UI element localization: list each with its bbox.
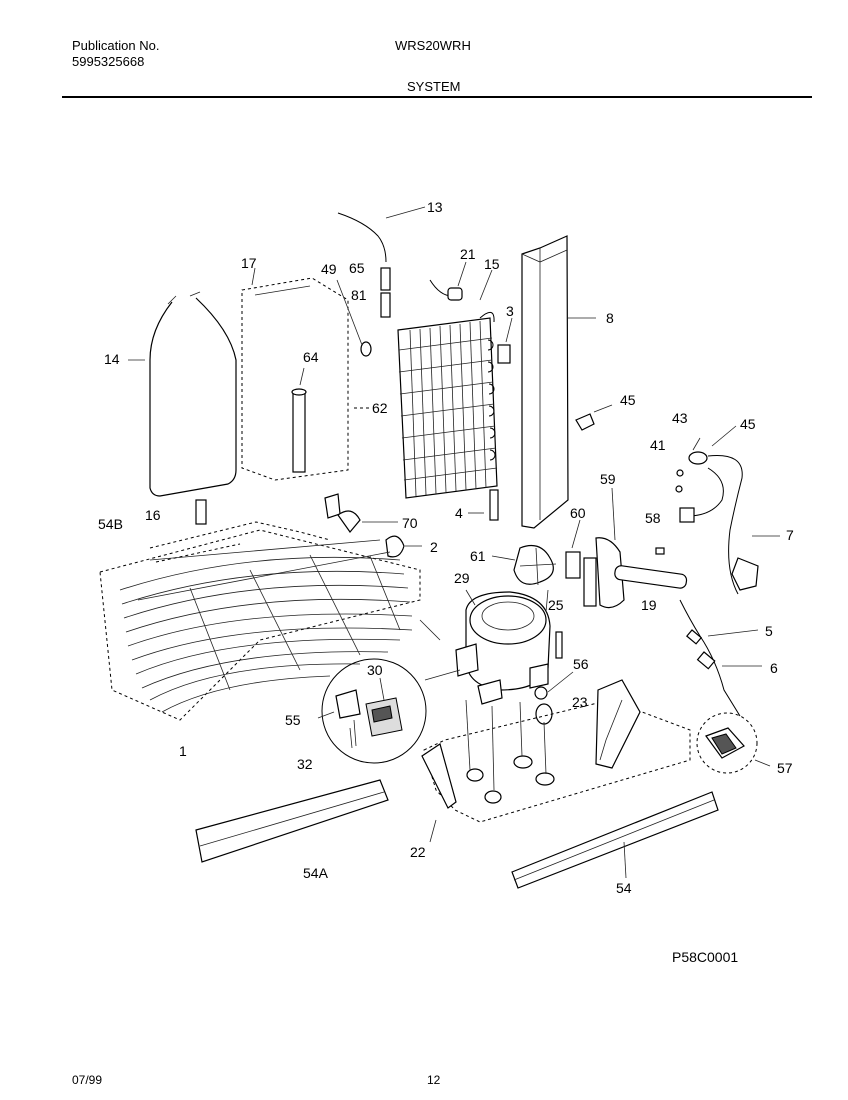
condenser-fan-part	[491, 487, 688, 609]
callout-58: 58	[645, 510, 661, 526]
clip-part	[195, 499, 207, 525]
callout-14: 14	[104, 351, 120, 367]
callout-61: 61	[470, 548, 486, 564]
callout-70: 70	[402, 515, 418, 531]
callout-4: 4	[455, 505, 463, 521]
callout-54b: 54B	[98, 516, 123, 532]
callout-23: 23	[572, 694, 588, 710]
capillary-tube-part	[337, 206, 426, 263]
compressor-part	[455, 589, 551, 705]
callout-17: 17	[241, 255, 257, 271]
callout-16: 16	[145, 507, 161, 523]
figure-code: P58C0001	[672, 949, 739, 965]
bracket-detail-bubble	[696, 712, 771, 774]
bracket-clip-part	[497, 344, 511, 364]
callout-59: 59	[600, 471, 616, 487]
callout-8: 8	[606, 310, 614, 326]
callout-30: 30	[367, 662, 383, 678]
condenser-coil-part	[99, 529, 441, 721]
callout-65: 65	[349, 260, 365, 276]
callout-29: 29	[454, 570, 470, 586]
evaporator-coil-part	[397, 269, 498, 499]
rail-part	[149, 521, 719, 889]
drain-hose-part	[679, 599, 762, 717]
publication-number: 5995325668	[72, 54, 145, 69]
screw-part	[468, 404, 613, 521]
callout-15: 15	[484, 256, 500, 272]
fitting-part	[336, 267, 391, 357]
callout-45b: 45	[740, 416, 756, 432]
callout-43: 43	[672, 410, 688, 426]
power-cord-part	[675, 425, 780, 595]
panel-part	[241, 267, 372, 481]
callout-13: 13	[427, 199, 443, 215]
callout-2: 2	[430, 539, 438, 555]
callout-54a: 54A	[303, 865, 328, 881]
publication-label: Publication No.	[72, 38, 160, 53]
callout-6: 6	[770, 660, 778, 676]
callout-57: 57	[777, 760, 793, 776]
callout-64: 64	[303, 349, 319, 365]
callout-3: 3	[506, 303, 514, 319]
bracket-part	[324, 493, 422, 558]
callout-41: 41	[650, 437, 666, 453]
callout-21: 21	[460, 246, 476, 262]
callout-62: 62	[372, 400, 388, 416]
base-plate-part	[421, 679, 691, 823]
page-number: 12	[427, 1073, 441, 1087]
callout-45: 45	[620, 392, 636, 408]
callout-22: 22	[410, 844, 426, 860]
callout-54: 54	[616, 880, 632, 896]
footer-date: 07/99	[72, 1073, 103, 1087]
callout-19: 19	[641, 597, 657, 613]
sensor-part	[429, 261, 467, 301]
cover-part	[128, 291, 237, 497]
callout-5: 5	[765, 623, 773, 639]
callout-81: 81	[351, 287, 367, 303]
channel-part	[521, 235, 596, 529]
relay-detail-bubble	[317, 658, 461, 764]
leader-line	[429, 819, 437, 843]
callout-7: 7	[786, 527, 794, 543]
callout-60: 60	[570, 505, 586, 521]
callout-25: 25	[548, 597, 564, 613]
callout-1: 1	[179, 743, 187, 759]
header-divider	[62, 96, 812, 98]
callout-55: 55	[285, 712, 301, 728]
callout-32: 32	[297, 756, 313, 772]
model-number: WRS20WRH	[395, 38, 471, 53]
callout-56: 56	[573, 656, 589, 672]
section-title: SYSTEM	[407, 79, 461, 94]
drain-tube-part	[291, 367, 307, 473]
callout-49: 49	[321, 261, 337, 277]
